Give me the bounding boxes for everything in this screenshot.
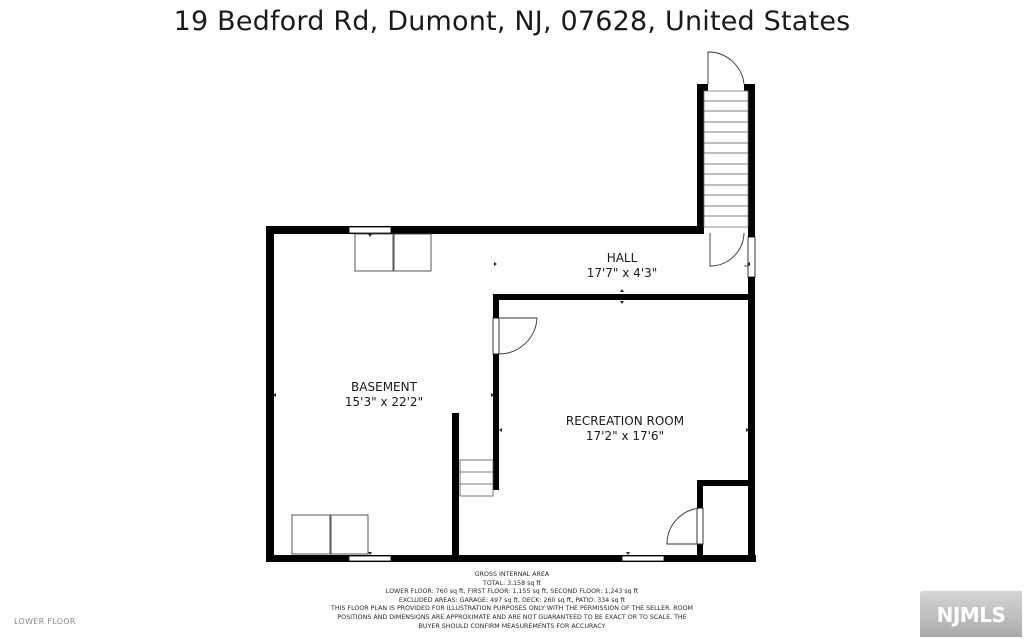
room-name: HALL xyxy=(606,251,638,265)
markers xyxy=(273,234,750,555)
main-stairs xyxy=(703,90,749,228)
room-dimensions: 17'2" x 17'6" xyxy=(585,429,665,443)
area-notes: GROSS INTERNAL AREA TOTAL: 3,158 sq ft L… xyxy=(310,571,714,631)
disclaimer-line-1: THIS FLOOR PLAN IS PROVIDED FOR ILLUSTRA… xyxy=(331,605,693,613)
washer xyxy=(354,233,394,272)
logo-text: NJMLS xyxy=(936,603,1006,627)
basement-stairs xyxy=(459,459,494,497)
dryer xyxy=(393,233,432,272)
room-label-hall: HALL 17'7" x 4'3" xyxy=(587,251,658,281)
hall-door-gap xyxy=(747,236,756,278)
area-floors: LOWER FLOOR: 760 sq ft, FIRST FLOOR: 1,1… xyxy=(385,588,639,596)
room-name: RECREATION ROOM xyxy=(565,414,685,428)
room-label-basement: BASEMENT 15'3" x 22'2" xyxy=(345,380,423,410)
window-bottom-left xyxy=(348,555,392,562)
door-swings xyxy=(498,51,748,545)
room-dimensions: 17'7" x 4'3" xyxy=(586,266,658,280)
floor-name: LOWER FLOOR xyxy=(14,617,76,626)
room-dimensions: 15'3" x 22'2" xyxy=(344,395,424,409)
disclaimer-line-3: BUYER SHOULD CONFIRM MEASUREMENTS FOR AC… xyxy=(418,622,606,630)
room-name: BASEMENT xyxy=(351,380,417,394)
area-excluded: EXCLUDED AREAS: GARAGE: 497 sq ft, DECK:… xyxy=(398,596,626,604)
closet-door-gap xyxy=(696,507,704,545)
fixture-1 xyxy=(291,514,331,555)
area-heading: GROSS INTERNAL AREA xyxy=(474,571,550,578)
window-top xyxy=(348,226,392,234)
property-address: 19 Bedford Rd, Dumont, NJ, 07628, United… xyxy=(173,6,851,37)
window-bottom-right xyxy=(621,555,665,562)
area-total: TOTAL: 3,158 sq ft xyxy=(483,579,541,587)
fixtures xyxy=(291,233,432,555)
fixture-2 xyxy=(330,514,369,555)
rec-door-gap xyxy=(492,317,500,355)
walls xyxy=(266,84,756,562)
room-label-recreation: RECREATION ROOM 17'2" x 17'6" xyxy=(566,414,684,444)
njmls-logo: NJMLS xyxy=(920,591,1022,637)
disclaimer-line-2: POSITIONS AND DIMENSIONS ARE APPROXIMATE… xyxy=(337,613,687,621)
